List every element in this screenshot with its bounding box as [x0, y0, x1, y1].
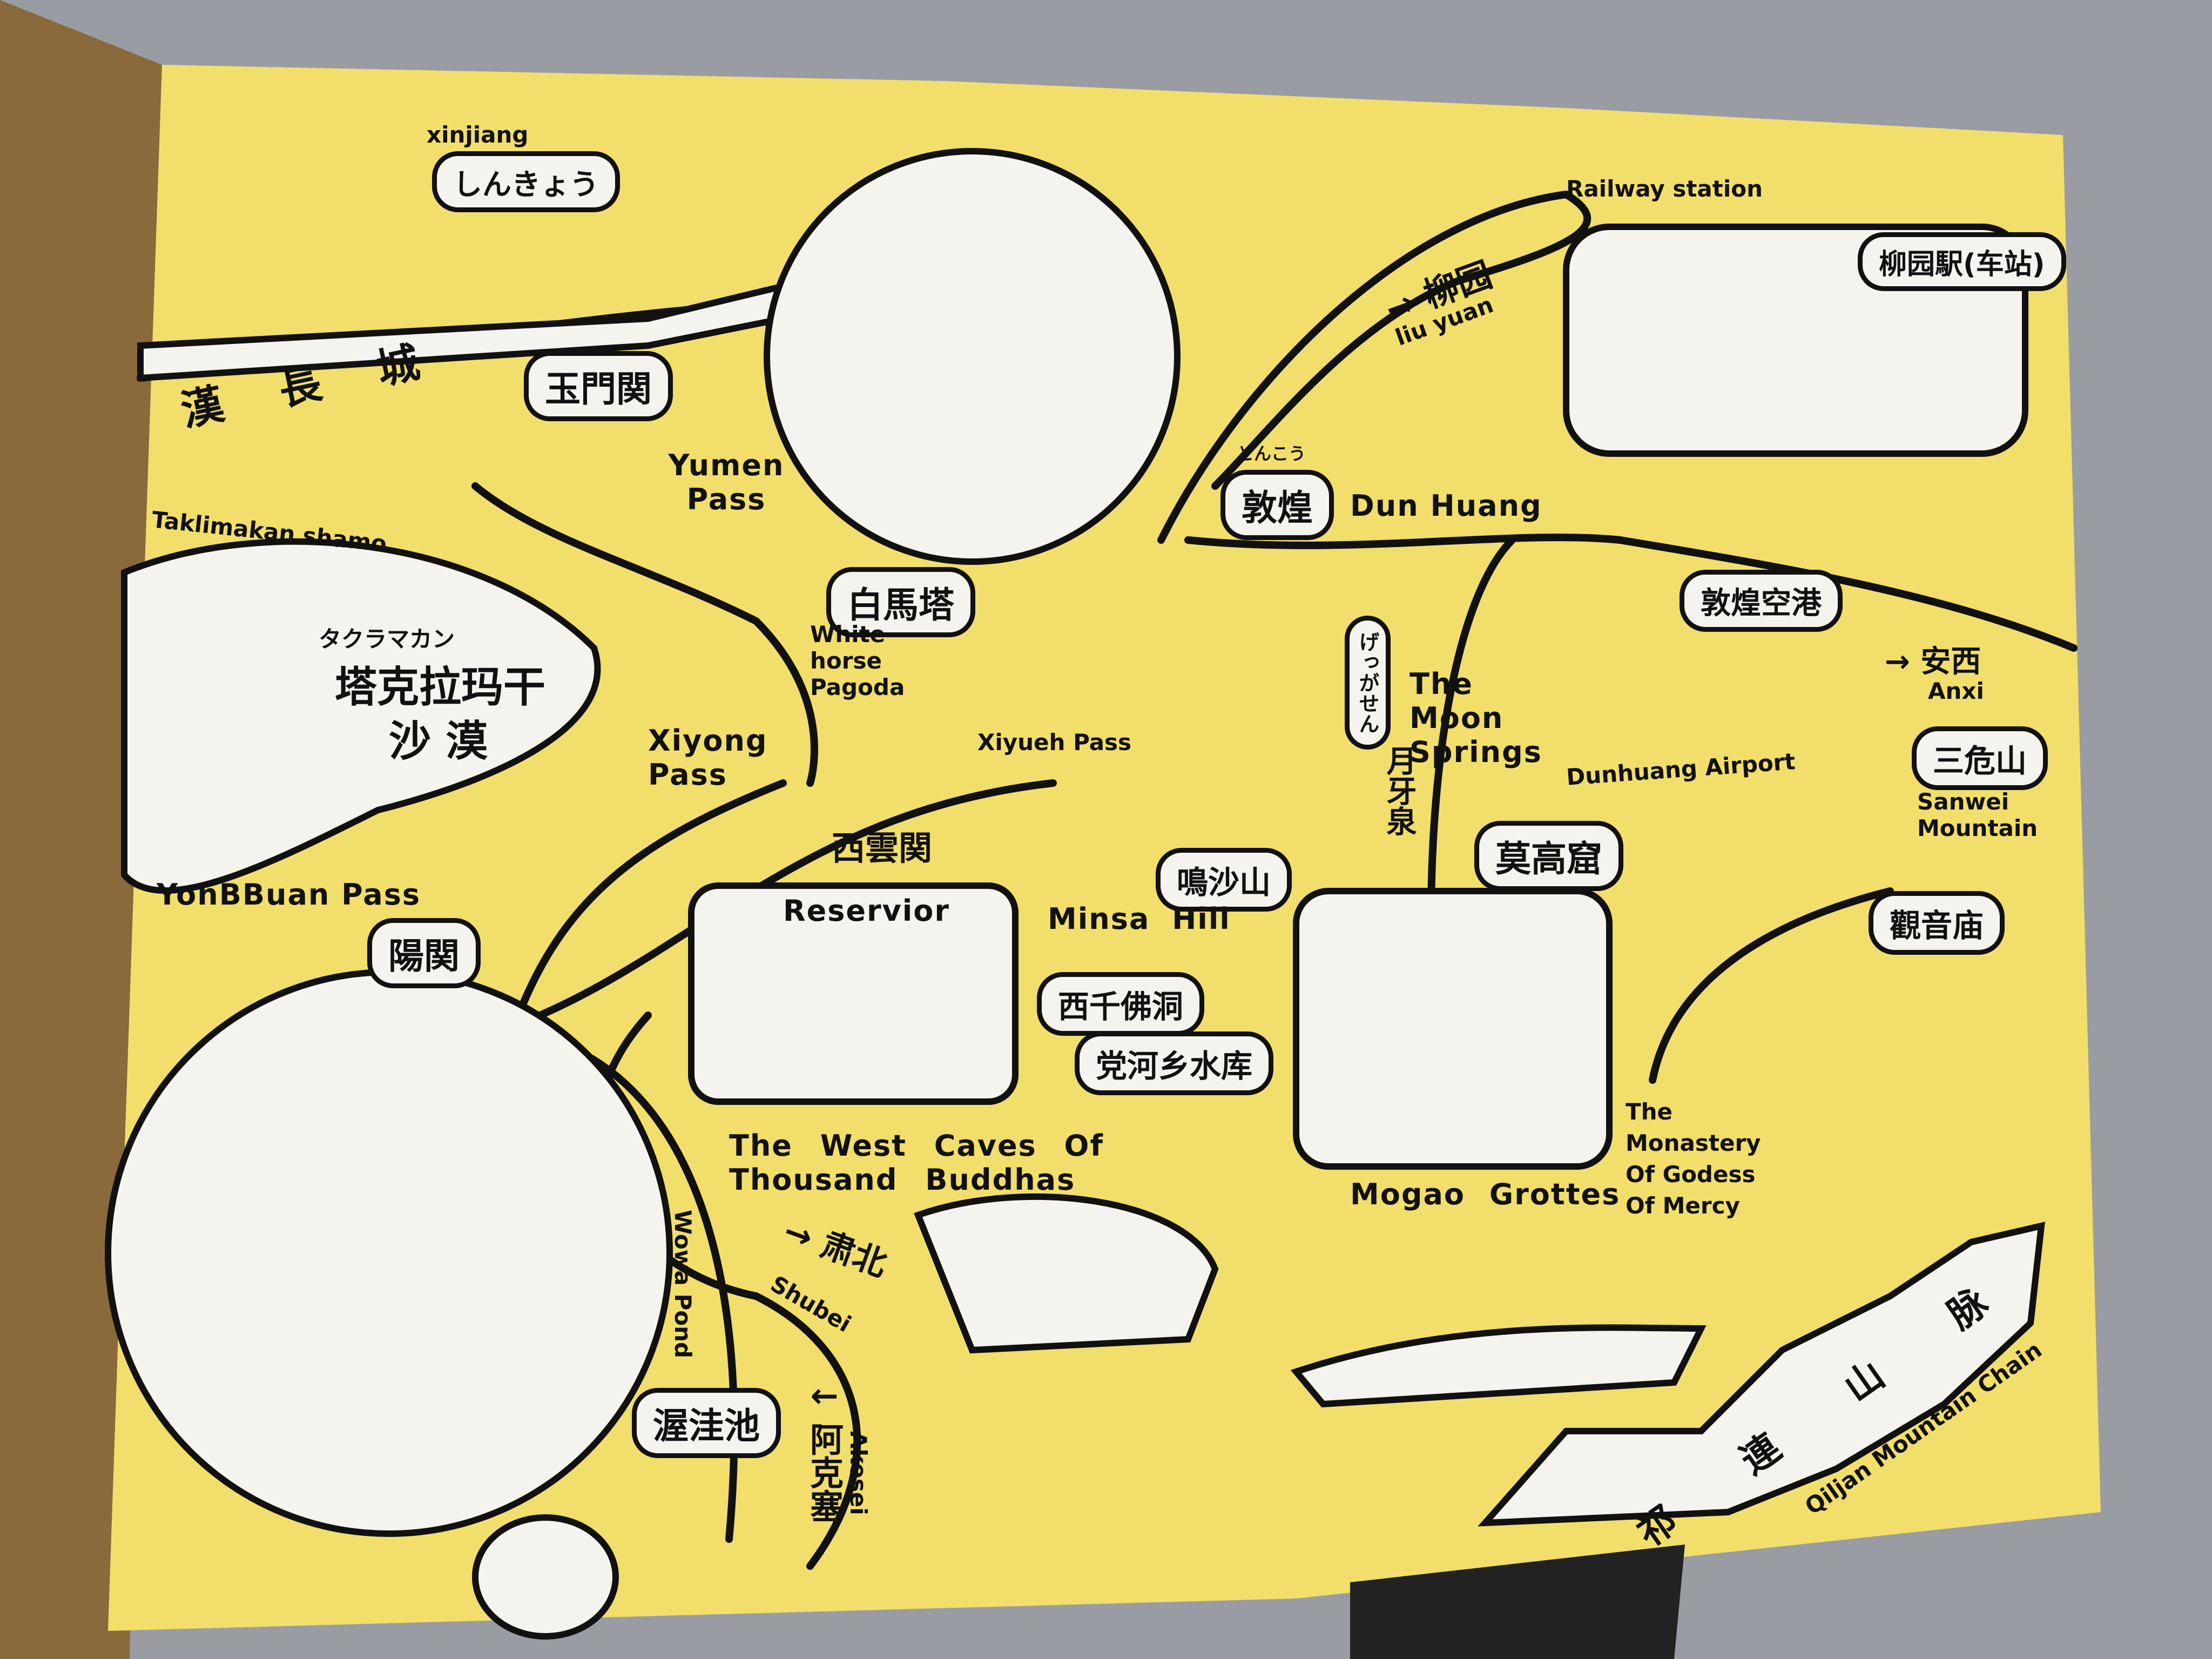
- road: [1157, 190, 1591, 544]
- bubble-liuyuan-station: 柳园駅(车站): [1858, 232, 2066, 291]
- label-monastery: The Monastery Of Godess Of Mercy: [1626, 1098, 1761, 1219]
- bubble-dunhuang: 敦煌: [1220, 470, 1334, 540]
- book-cover-corner: [1350, 1545, 1685, 1659]
- label-taklimakan-kana: タクラマカン: [319, 626, 455, 652]
- bubble-mingsha: 鳴沙山: [1156, 848, 1292, 912]
- label-taklimakan-cn: 塔克拉玛干: [335, 663, 546, 712]
- label-desert-cn: 沙 漠: [389, 717, 488, 766]
- label-dunhuang-en: Dun Huang: [1350, 489, 1542, 523]
- bubble-baima: 白馬塔: [826, 567, 975, 637]
- label-xiyong-pass: Xiyong Pass: [648, 724, 768, 792]
- bubble-xinjiang-kana: しんきょう: [432, 151, 620, 212]
- mogao-panel: [1293, 888, 1613, 1170]
- label-moon-springs: The Moon Springs: [1410, 667, 1542, 769]
- yurt-drawing: [472, 1514, 619, 1640]
- bubble-moon-kana: げっがせん: [1345, 616, 1391, 750]
- label-akesai-cn: ↓ 阿克塞: [804, 1382, 844, 1523]
- road: [471, 482, 818, 787]
- label-moon-cn: 月牙泉: [1381, 745, 1417, 836]
- road: [1184, 534, 2078, 652]
- label-dunhuang-kana: とんこう: [1237, 443, 1306, 464]
- bubble-yumen: 玉門関: [524, 351, 673, 421]
- label-reservoir: Reservior: [783, 894, 950, 928]
- bubble-guanyin: 觀音庙: [1869, 891, 2005, 955]
- running-horse: [1290, 1324, 1707, 1408]
- reservoir-panel: [688, 882, 1019, 1105]
- bubble-wowa-pond: 渥洼池: [632, 1388, 781, 1458]
- label-minsa-hill: Minsa Hill: [1048, 902, 1231, 936]
- road: [515, 779, 787, 1019]
- desert-region: [121, 538, 601, 894]
- label-sanwei-mountain: Sanwei Mountain: [1917, 788, 2038, 841]
- bubble-west-caves-cn: 西千佛洞: [1037, 972, 1205, 1036]
- label-xiyun: 西雲関: [832, 828, 933, 868]
- label-wowa-pond-en: Wowa Pond: [670, 1210, 696, 1359]
- label-yonbbuan-pass: YonBBuan Pass: [157, 878, 421, 912]
- bubble-mogao: 莫高窟: [1474, 821, 1623, 891]
- bubble-sanwei: 三危山: [1912, 726, 2048, 790]
- bubble-yangguan: 陽関: [367, 918, 481, 988]
- bubble-dunhuang-airport: 敦煌空港: [1680, 570, 1843, 632]
- road: [1427, 536, 1516, 922]
- statue-circle: [764, 148, 1181, 565]
- label-akesai-en: Akesei: [845, 1431, 872, 1515]
- label-railway-station: Railway station: [1566, 176, 1763, 202]
- qilian-mountains: [1478, 1222, 2045, 1527]
- yangguan-circle: [105, 969, 673, 1537]
- horse-rider: [914, 1193, 1219, 1354]
- label-anxi-cn: → 安西: [1885, 644, 1981, 679]
- label-mogao-grottes: Mogao Grottes: [1350, 1177, 1621, 1211]
- road: [1649, 887, 1894, 1084]
- label-west-caves-en: The West Caves Of Thousand Buddhas: [729, 1129, 1104, 1197]
- label-xiyueh-pass: Xiyueh Pass: [977, 729, 1132, 756]
- label-anxi-en: Anxi: [1928, 678, 1984, 704]
- label-xinjiang: xinjiang: [427, 122, 529, 148]
- label-white-horse-pagoda: White-horse Pagoda: [810, 621, 905, 700]
- bubble-danghe-reservoir: 党河乡水库: [1075, 1031, 1274, 1095]
- label-yumen-pass: Yumen Pass: [668, 448, 785, 516]
